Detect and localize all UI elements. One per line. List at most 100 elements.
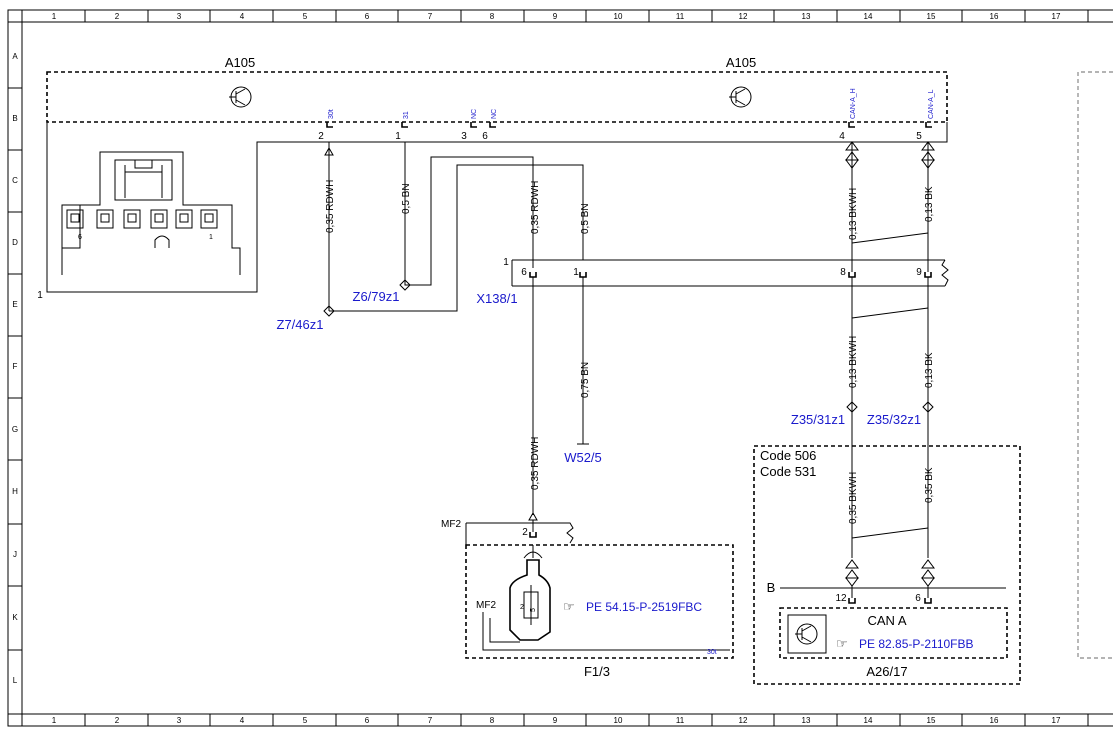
wire-label: 0,35 BK: [924, 467, 935, 503]
reference-link[interactable]: PE 82.85-P-2110FBB: [859, 637, 974, 651]
wire-label: 0,13 BKWH: [848, 188, 859, 240]
wire-label: 0,5 BN: [401, 183, 412, 214]
f1-3-label: F1/3: [584, 664, 610, 679]
pin-number: 8: [840, 267, 846, 278]
wire: [324, 142, 584, 312]
col-label: 16: [990, 716, 999, 725]
can-wire-l: [921, 141, 935, 272]
col-label: 9: [553, 716, 558, 725]
pin-number: 6: [521, 267, 527, 278]
pin-label: CAN-A_L: [928, 89, 935, 119]
frame: [7, 9, 1113, 727]
connector-marker: 1: [37, 290, 43, 301]
a105-module-box: [46, 71, 948, 123]
col-label: 5: [303, 716, 308, 725]
pin-label: NC: [471, 109, 478, 119]
col-label: 2: [115, 12, 120, 21]
splice-icon: [922, 401, 934, 413]
connector-icon: [61, 151, 241, 275]
a105-label: A105: [726, 55, 756, 70]
col-label: 15: [927, 716, 936, 725]
col-label: 13: [802, 716, 811, 725]
col-label: 7: [428, 12, 433, 21]
pin-number: 4: [839, 131, 845, 142]
module-icon-frame: [787, 614, 827, 654]
column-labels-bottom: 1 2 3 4 5 6 7 8 9 10 11 12 13 14 15 16 1…: [52, 716, 1061, 725]
col-label: 12: [739, 12, 748, 21]
transistor-icon: [729, 86, 752, 108]
connector-pin-number: 1: [209, 234, 213, 241]
f1-3-box: [465, 544, 734, 659]
col-label: 1: [52, 716, 57, 725]
col-label: 8: [490, 716, 495, 725]
fuse-pin: 2: [520, 604, 524, 611]
column-ticks: [84, 10, 1089, 726]
x138-connector: [511, 259, 949, 287]
col-label: 10: [614, 716, 623, 725]
wire-label: 0,35 RDWH: [325, 180, 336, 233]
wire-label: 0,13 BK: [924, 352, 935, 388]
col-label: 12: [739, 716, 748, 725]
can-wire-h: [845, 141, 859, 272]
row-label: K: [12, 613, 18, 622]
pin-number: 6: [915, 593, 921, 604]
col-label: 14: [864, 716, 873, 725]
splice-label: Z7/46z1: [277, 317, 324, 332]
transistor-icon: [229, 86, 252, 108]
row-label: A: [12, 52, 18, 61]
wire-label: 0,13 BKWH: [848, 336, 859, 388]
reference-link[interactable]: PE 54.15-P-2519FBC: [586, 600, 702, 614]
a105-label: A105: [225, 55, 255, 70]
col-label: 4: [240, 12, 245, 21]
pin-number: 6: [482, 131, 488, 142]
pin-number: 3: [461, 131, 467, 142]
pin-number: 2: [522, 527, 528, 538]
pin-label: 31: [403, 111, 410, 119]
splice-label: Z35/31z1: [791, 412, 845, 427]
x138-marker: 1: [503, 257, 509, 268]
mf2-label: MF2: [441, 519, 461, 530]
col-label: 4: [240, 716, 245, 725]
pin-number: 2: [318, 131, 324, 142]
row-label: H: [12, 487, 18, 496]
a26-module-box: [779, 607, 1008, 659]
splice-icon: [323, 305, 335, 317]
wire-label: 0,75 BN: [580, 362, 591, 398]
col-label: 17: [1052, 716, 1061, 725]
adjacent-page-box: [1077, 71, 1113, 659]
col-label: 2: [115, 716, 120, 725]
wire-label: 0,35 BKWH: [848, 472, 859, 524]
connector-housing: [46, 122, 948, 293]
ground-wire: [577, 277, 589, 445]
code-label: Code 506: [760, 448, 816, 463]
wire-label: 0,35 RDWH: [530, 181, 541, 234]
hand-pointer-icon[interactable]: ☞: [563, 599, 575, 614]
transistor-icon: [795, 623, 818, 645]
col-label: 13: [802, 12, 811, 21]
a26-label: A26/17: [866, 664, 907, 679]
col-label: 3: [177, 716, 182, 725]
hand-pointer-icon[interactable]: ☞: [836, 636, 848, 651]
col-label: 15: [927, 12, 936, 21]
col-label: 3: [177, 12, 182, 21]
mf2-bus: [466, 522, 574, 544]
row-labels: A B C D E F G H J K L: [8, 52, 22, 685]
row-label: L: [13, 676, 18, 685]
splice-icon: [399, 279, 411, 291]
row-label: G: [12, 425, 18, 434]
col-label: 14: [864, 12, 873, 21]
col-label: 9: [553, 12, 558, 21]
connector-pin-number: 6: [78, 234, 82, 241]
splice-icon: [846, 401, 858, 413]
can-a-label: CAN A: [867, 613, 906, 628]
wire: [404, 142, 534, 286]
splice-label: Z35/32z1: [867, 412, 921, 427]
col-label: 1: [52, 12, 57, 21]
row-label: J: [13, 550, 17, 559]
wire-label: 0,35 RDWH: [530, 437, 541, 490]
pin-label: 30t: [328, 109, 335, 119]
col-label: 7: [428, 716, 433, 725]
wire-label: 0,13 BK: [924, 186, 935, 222]
pin-label: NC: [491, 109, 498, 119]
wire-label: 0,5 BN: [580, 203, 591, 234]
